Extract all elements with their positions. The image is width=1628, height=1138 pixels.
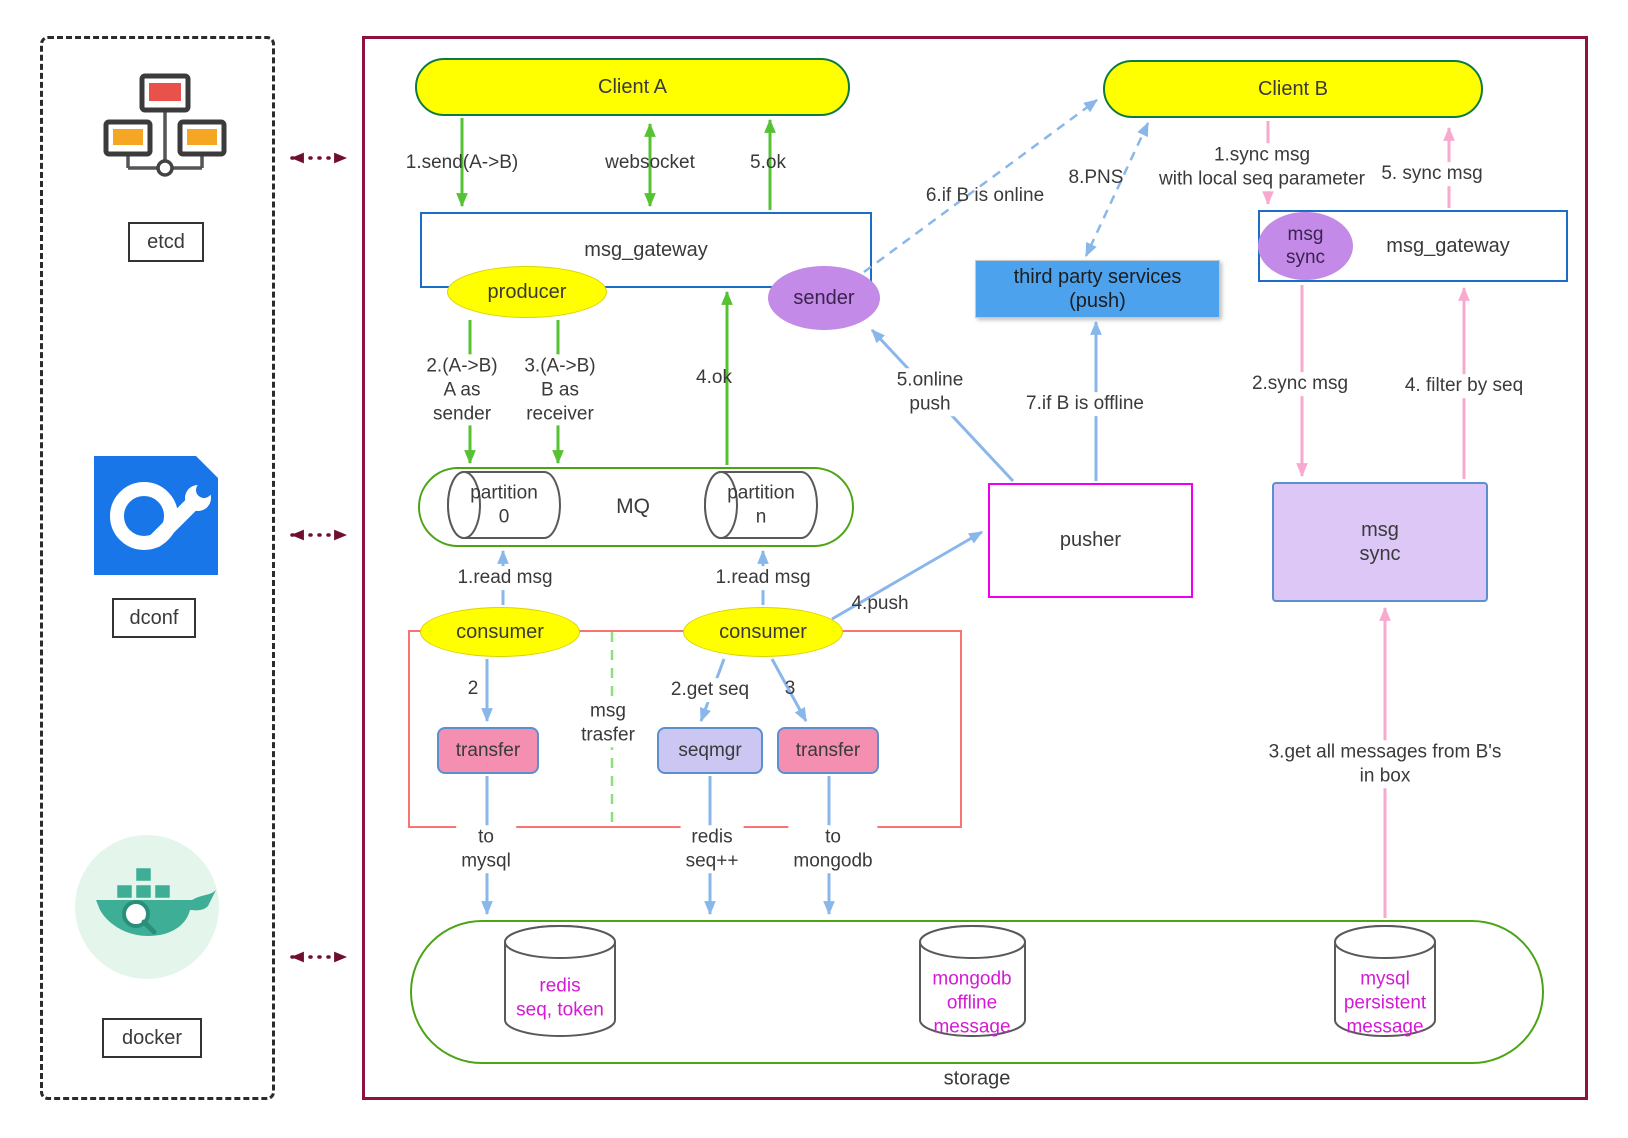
label-storage-title: storage bbox=[943, 1067, 1011, 1090]
transfer-right-node: transfer bbox=[777, 727, 879, 774]
infrastructure-panel bbox=[40, 36, 275, 1100]
dconf-icon bbox=[86, 448, 226, 583]
label-read-msg-left: 1.read msg bbox=[452, 566, 558, 590]
label-db-redis: redis seq, token bbox=[516, 975, 604, 1020]
msg-sync-badge-ellipse: msg sync bbox=[1258, 212, 1353, 280]
label-to-mysql: to mysql bbox=[456, 825, 516, 873]
consumer-right-ellipse: consumer bbox=[683, 607, 843, 657]
label-if-b-offline: 7.if B is offline bbox=[1021, 392, 1149, 416]
label-read-msg-right: 1.read msg bbox=[710, 566, 816, 590]
label-redis-seq: redis seq++ bbox=[680, 825, 744, 873]
label-send-ab: 1.send(A->B) bbox=[405, 152, 519, 174]
label-get-seq: 2.get seq bbox=[665, 678, 755, 702]
label-db-mysql: mysql persistent message bbox=[1343, 968, 1427, 1037]
label-ok-5: 5.ok bbox=[750, 152, 786, 174]
label-b-as-receiver: 3.(A->B) B as receiver bbox=[519, 354, 601, 426]
msg-sync-service-node: msg sync bbox=[1272, 482, 1488, 602]
infra-link-arrows bbox=[290, 152, 348, 963]
label-partition-n: partition n bbox=[727, 482, 795, 527]
consumer-left-ellipse: consumer bbox=[420, 607, 580, 657]
label-msg-transfer: msg trasfer bbox=[576, 699, 640, 747]
label-mq-title: MQ bbox=[616, 494, 650, 518]
msg-gateway-left-title: msg_gateway bbox=[584, 238, 708, 261]
client-a-node: Client A bbox=[415, 58, 850, 116]
label-sync-msg-local: 1.sync msg with local seq parameter bbox=[1154, 143, 1370, 191]
etcd-icon bbox=[100, 72, 230, 212]
label-a-as-sender: 2.(A->B) A as sender bbox=[421, 354, 503, 426]
label-partition-0: partition 0 bbox=[470, 482, 538, 527]
label-if-b-online: 6.if B is online bbox=[925, 185, 1045, 207]
label-step-2: 2 bbox=[467, 678, 479, 700]
third-party-services-node: third party services (push) bbox=[975, 260, 1220, 318]
msg-gateway-right-title: msg_gateway bbox=[1386, 234, 1510, 257]
dconf-label: dconf bbox=[112, 598, 196, 638]
transfer-left-node: transfer bbox=[437, 727, 539, 774]
etcd-label: etcd bbox=[128, 222, 204, 262]
docker-icon bbox=[72, 832, 222, 982]
client-b-node: Client B bbox=[1103, 60, 1483, 118]
sender-ellipse: sender bbox=[768, 266, 880, 330]
label-ok-4: 4.ok bbox=[696, 367, 732, 389]
producer-ellipse: producer bbox=[447, 266, 607, 318]
label-to-mongodb: to mongodb bbox=[788, 825, 878, 873]
seqmgr-node: seqmgr bbox=[657, 727, 763, 774]
label-pns: 8.PNS bbox=[1068, 167, 1124, 189]
label-step-3: 3 bbox=[784, 678, 796, 700]
label-websocket: websocket bbox=[605, 152, 695, 174]
label-push-4: 4.push bbox=[851, 593, 909, 615]
label-online-push: 5.online push bbox=[891, 368, 969, 416]
label-get-all-messages: 3.get all messages from B's in box bbox=[1263, 740, 1507, 788]
label-sync-msg-5: 5. sync msg bbox=[1376, 162, 1488, 186]
pusher-node: pusher bbox=[988, 483, 1193, 598]
label-db-mongodb: mongodb offline message bbox=[932, 968, 1012, 1037]
label-filter-by-seq: 4. filter by seq bbox=[1399, 374, 1529, 398]
docker-label: docker bbox=[102, 1018, 202, 1058]
label-sync-msg-2: 2.sync msg bbox=[1246, 372, 1354, 396]
